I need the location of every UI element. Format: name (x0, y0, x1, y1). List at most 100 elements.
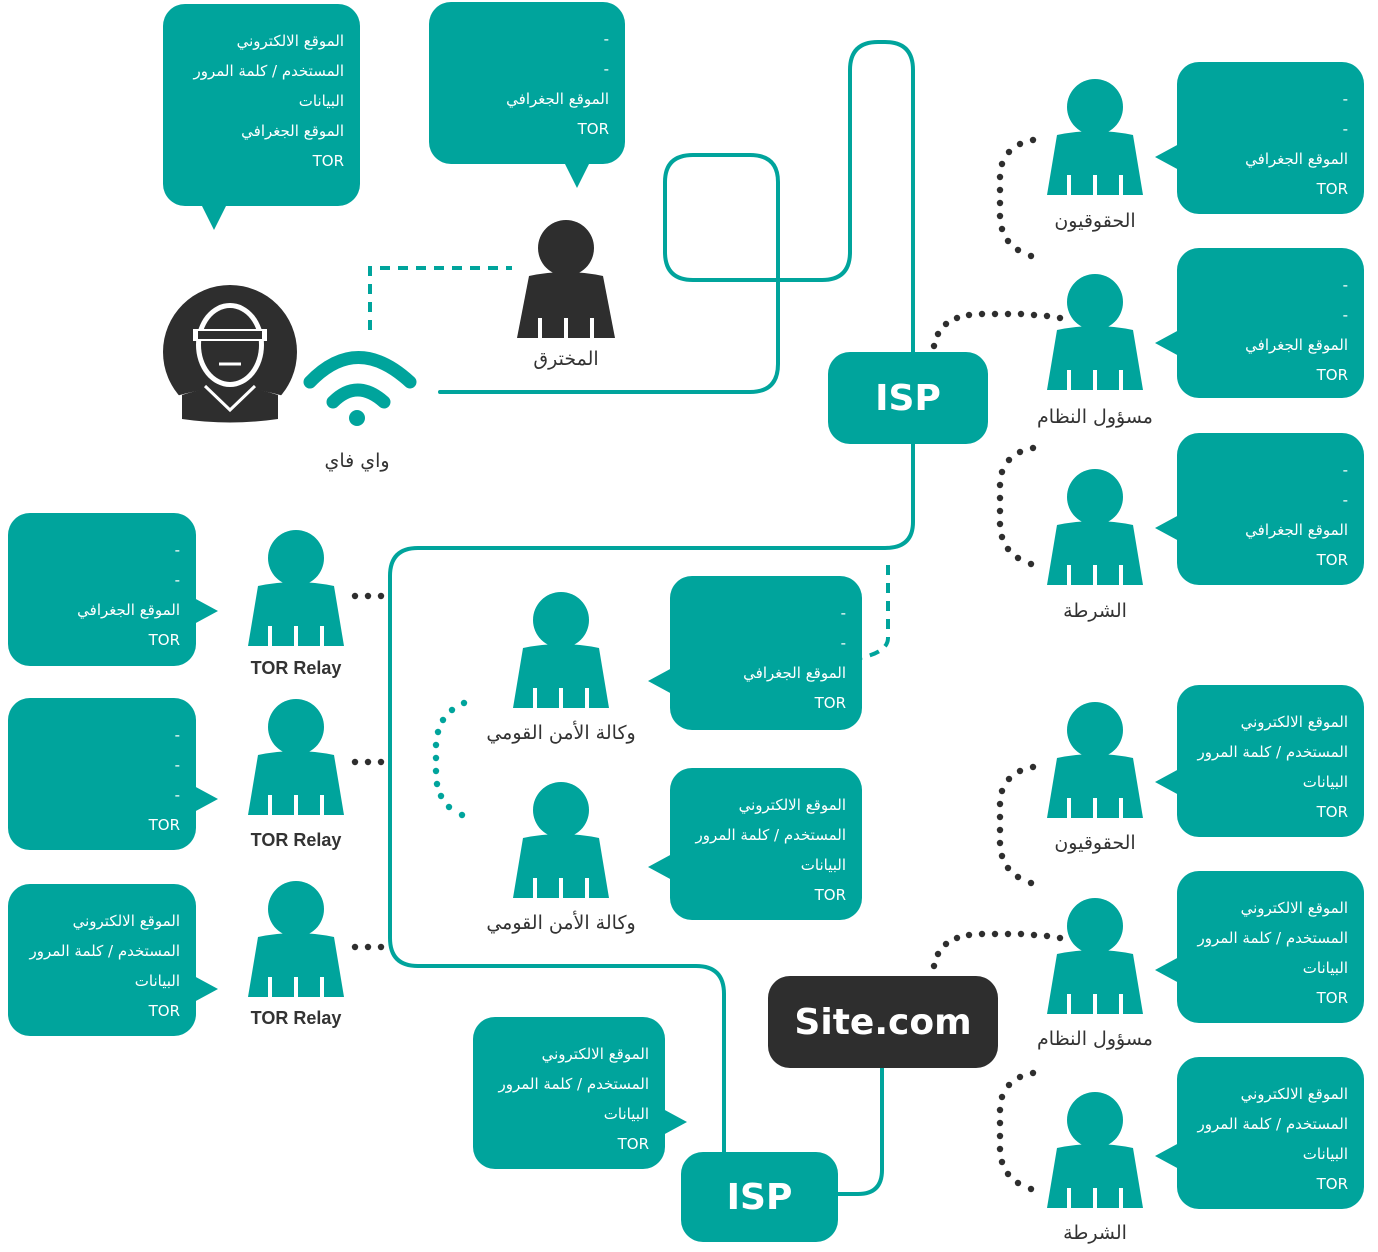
bubble-line: الموقع الالكتروني (541, 1045, 649, 1063)
site-isp-line (836, 1062, 884, 1196)
bubble-line: TOR (312, 152, 344, 170)
hacker-person-icon (517, 218, 615, 338)
bubble-tail (1155, 330, 1179, 356)
bubble-bottom-isp: الموقع الالكتروني المستخدم / كلمة المرور… (473, 1017, 687, 1169)
sysadmin-bottom-person-icon (1047, 896, 1143, 1014)
bubble-tail (1155, 144, 1179, 170)
nsa-dotted-link (432, 699, 468, 819)
bubble-line: TOR (1316, 989, 1348, 1007)
police-bottom-label: الشرطة (1063, 1222, 1127, 1244)
bubble-line: TOR (148, 1002, 180, 1020)
sysadmin-top-label: مسؤول النظام (1037, 406, 1153, 428)
isp-relay-trunk (388, 438, 915, 1164)
bubble-line: الموقع الالكتروني (1240, 899, 1348, 917)
bubble-line: TOR (814, 694, 846, 712)
bubble-line: - (840, 634, 846, 652)
bubble-line: TOR (1316, 366, 1348, 384)
wifi-isp-line (438, 40, 915, 394)
bubble-line: المستخدم / كلمة المرور (1197, 1115, 1348, 1133)
dark-dotted-links (351, 136, 1064, 1193)
relay-1-label: TOR Relay (250, 658, 342, 678)
bubble-tail (648, 854, 672, 880)
bubble-line: - (840, 604, 846, 622)
bubble-line: المستخدم / كلمة المرور (695, 826, 846, 844)
relay-2-label: TOR Relay (250, 830, 342, 850)
bubble-line: الموقع الالكتروني (72, 912, 180, 930)
bubble-line: - (174, 571, 180, 589)
bubble-line: الموقع الجغرافي (506, 90, 609, 108)
bubble-line: - (603, 60, 609, 78)
bubble-line: TOR (148, 631, 180, 649)
activists-top-label: الحقوقيون (1054, 210, 1136, 232)
wifi-icon (303, 351, 417, 409)
bubble-site-activists: الموقع الالكتروني المستخدم / كلمة المرور… (1155, 685, 1364, 837)
bubble-line: الموقع الجغرافي (241, 122, 344, 140)
isp-nsa-dashed (859, 565, 890, 660)
bubble-line: البيانات (1302, 959, 1348, 977)
user-avatar-icon (163, 285, 297, 425)
site-node-label: Site.com (794, 1001, 972, 1043)
bubble-line: البيانات (1302, 1145, 1348, 1163)
bubble-isp-police: - - الموقع الجغرافي TOR (1155, 433, 1364, 585)
bubble-relay-1: - - الموقع الجغرافي TOR (8, 513, 218, 666)
wifi-hacker-dashed (368, 266, 512, 330)
bubble-line: TOR (1316, 1175, 1348, 1193)
bubble-line: البيانات (800, 856, 846, 874)
bubble-line: - (174, 756, 180, 774)
nsa-2-label: وكالة الأمن القومي (486, 912, 636, 934)
bubble-site-police: الموقع الالكتروني المستخدم / كلمة المرور… (1155, 1057, 1364, 1209)
bubble-line: البيانات (1302, 773, 1348, 791)
bubble-tail (648, 668, 672, 694)
bubble-tail (663, 1109, 687, 1135)
bubble-relay-2: - - - TOR (8, 698, 218, 850)
wifi-label: واي فاي (324, 450, 390, 472)
bubble-line: - (174, 726, 180, 744)
bubble-line: TOR (1316, 551, 1348, 569)
activists-bottom-person-icon (1047, 700, 1143, 818)
relay-3-person-icon (248, 879, 344, 997)
bubble-line: الموقع الجغرافي (1245, 336, 1348, 354)
bubble-tail (194, 786, 218, 812)
bubble-line: المستخدم / كلمة المرور (1197, 929, 1348, 947)
wifi-dot (349, 410, 365, 426)
bubble-hacker: - - الموقع الجغرافي TOR (429, 2, 625, 188)
activists-bottom-label: الحقوقيون (1054, 832, 1136, 854)
bubble-site-sysadmin: الموقع الالكتروني المستخدم / كلمة المرور… (1155, 871, 1364, 1023)
bubble-line: - (1342, 120, 1348, 138)
bubble-line: المستخدم / كلمة المرور (193, 62, 344, 80)
hacker-label: المخترق (533, 348, 599, 370)
bubble-tail (194, 976, 218, 1002)
bubble-line: TOR (617, 1135, 649, 1153)
nsa-1-person-icon (513, 590, 609, 708)
bubble-isp-activists: - - الموقع الجغرافي TOR (1155, 62, 1364, 214)
bubble-line: المستخدم / كلمة المرور (1197, 743, 1348, 761)
bubble-top-left: الموقع الالكتروني المستخدم / كلمة المرور… (163, 4, 360, 230)
isp-node-bottom: ISP (681, 1152, 838, 1242)
bubble-line: البيانات (298, 92, 344, 110)
bubble-line: الموقع الالكتروني (1240, 713, 1348, 731)
bubble-isp-sysadmin: - - الموقع الجغرافي TOR (1155, 248, 1364, 398)
bubble-line: - (1342, 276, 1348, 294)
bubble-line: الموقع الجغرافي (77, 601, 180, 619)
bubble-line: المستخدم / كلمة المرور (498, 1075, 649, 1093)
bubble-line: TOR (577, 120, 609, 138)
bubble-tail (1155, 769, 1179, 795)
bubble-line: البيانات (603, 1105, 649, 1123)
nsa-2-person-icon (513, 780, 609, 898)
police-top-person-icon (1047, 467, 1143, 585)
nsa-1-label: وكالة الأمن القومي (486, 722, 636, 744)
bubble-nsa-1: - - الموقع الجغرافي TOR (648, 576, 862, 730)
bubble-line: - (1342, 306, 1348, 324)
bubble-tail (1155, 515, 1179, 541)
bubble-nsa-2: الموقع الالكتروني المستخدم / كلمة المرور… (648, 768, 862, 920)
bubble-tail (201, 204, 227, 230)
bubble-line: الموقع الالكتروني (236, 32, 344, 50)
relay-2-person-icon (248, 697, 344, 815)
bubble-tail (564, 162, 590, 188)
bubble-line: الموقع الالكتروني (1240, 1085, 1348, 1103)
bubble-line: TOR (1316, 803, 1348, 821)
relay-1-person-icon (248, 528, 344, 646)
bubble-line: - (1342, 461, 1348, 479)
bubble-line: - (1342, 90, 1348, 108)
